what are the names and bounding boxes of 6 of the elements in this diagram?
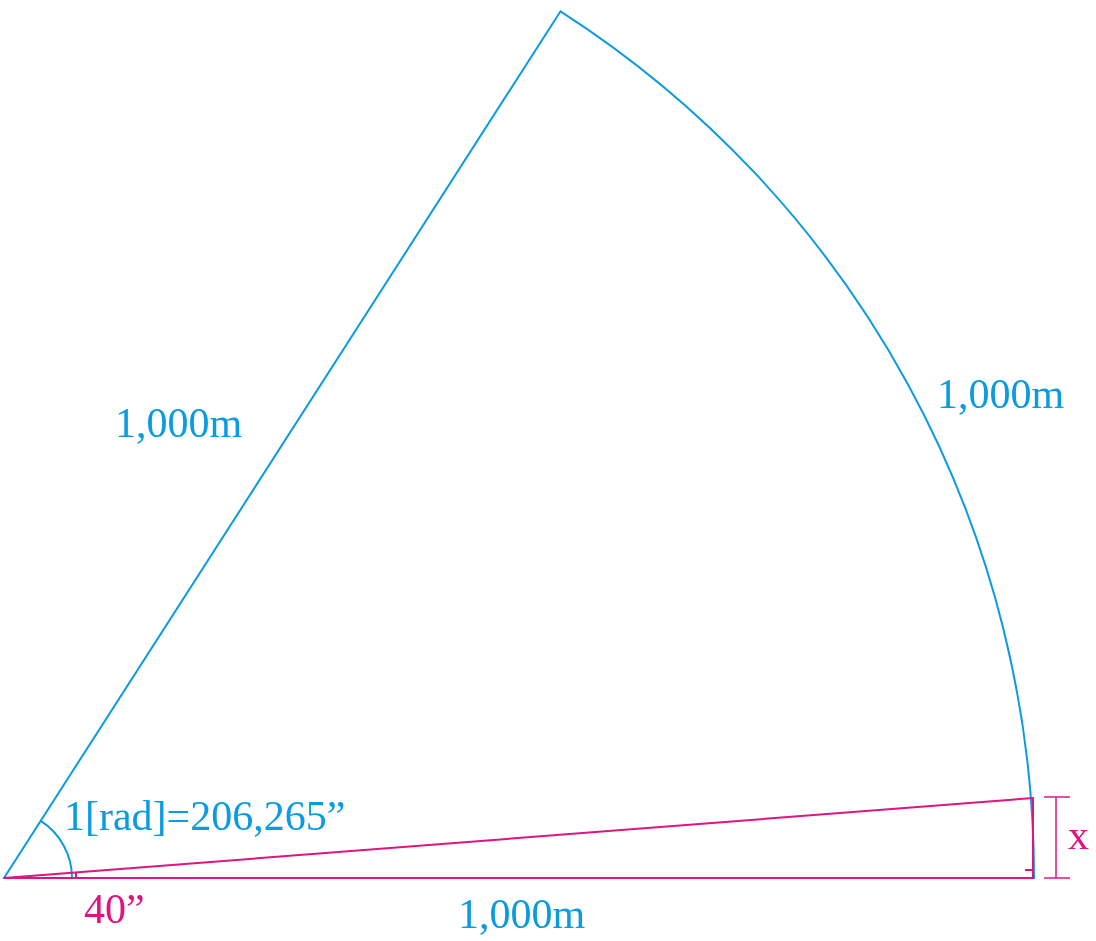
dimension-label: x bbox=[1068, 814, 1089, 856]
length-label: 1,000m bbox=[115, 402, 243, 444]
angle-label: 40” bbox=[84, 888, 145, 930]
length-label: 1,000m bbox=[937, 373, 1065, 415]
length-label: 1,000m bbox=[458, 893, 586, 935]
angle-label: 1[rad]=206,265” bbox=[64, 795, 346, 837]
